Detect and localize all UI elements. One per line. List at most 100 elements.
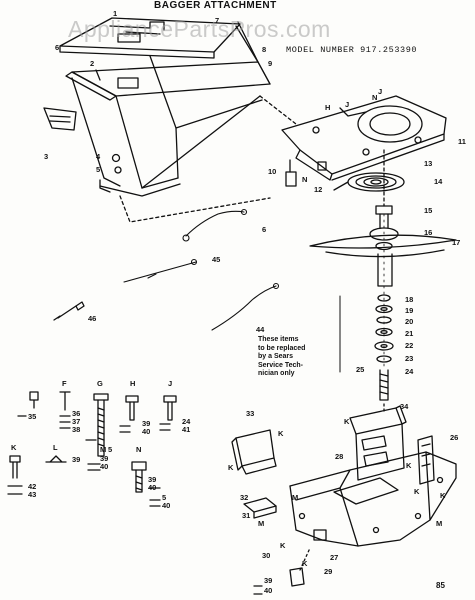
letter-label: G xyxy=(97,379,103,388)
callout: 7 xyxy=(215,16,220,25)
callout: 29 xyxy=(324,567,333,576)
callout: 45 xyxy=(212,255,221,264)
callout: 5 xyxy=(162,493,167,502)
callout: 30 xyxy=(262,551,271,560)
bracket-10 xyxy=(285,171,297,187)
discharge-housing xyxy=(289,451,457,547)
callout: 38 xyxy=(72,425,81,434)
fastener-row-2 xyxy=(9,455,147,493)
callout: 40 xyxy=(142,427,151,436)
callout: 27 xyxy=(330,553,339,562)
letter-label: N xyxy=(372,93,378,102)
callout: 3 xyxy=(44,152,49,161)
cable-6 xyxy=(182,208,248,242)
callout: 41 xyxy=(182,425,191,434)
callout: 5 xyxy=(108,445,113,454)
rail-26 xyxy=(417,435,435,485)
callout: 12 xyxy=(314,185,323,194)
callout: 39 xyxy=(264,576,273,585)
callout: 20 xyxy=(405,317,414,326)
model-number: MODEL NUMBER 917.253390 xyxy=(286,45,418,55)
callout: 22 xyxy=(405,341,414,350)
callout: 46 xyxy=(88,314,97,323)
hopper-lid xyxy=(59,17,241,59)
callout: 11 xyxy=(458,137,466,146)
callout: 24 xyxy=(405,367,414,376)
callout: 39 xyxy=(100,454,109,463)
bracket-33 xyxy=(231,429,277,475)
callout: 14 xyxy=(434,177,443,186)
callout: 40 xyxy=(100,462,109,471)
letter-label: J xyxy=(345,100,350,109)
letter-label: K xyxy=(228,463,234,472)
blade-stack xyxy=(309,149,457,401)
letter-label: M xyxy=(258,519,265,528)
letter-label: K xyxy=(414,487,420,496)
callout: 25 xyxy=(356,365,365,374)
cable-44 xyxy=(211,282,280,331)
callout: 6 xyxy=(55,43,60,52)
letter-label: K xyxy=(280,541,286,550)
letter-label: N xyxy=(302,175,308,184)
callout: 39 xyxy=(72,455,81,464)
letter-label: J xyxy=(168,379,173,388)
callout: 13 xyxy=(424,159,433,168)
callout: 40 xyxy=(162,501,171,510)
service-note: These items to be replaced by a Sears Se… xyxy=(258,336,306,378)
callout: 43 xyxy=(28,490,37,499)
letter-label: K xyxy=(344,417,350,426)
letter-label: M xyxy=(100,445,107,454)
letter-label: J xyxy=(378,87,383,96)
callout: 26 xyxy=(450,433,459,442)
callout: 8 xyxy=(262,45,267,54)
letter-label: L xyxy=(53,443,58,452)
callout: 16 xyxy=(424,228,433,237)
callout: 32 xyxy=(240,493,249,502)
callout: 31 xyxy=(242,511,251,520)
callout: 10 xyxy=(268,167,277,176)
watermark: AppliancePartsPros.com xyxy=(68,16,331,42)
deck-plate xyxy=(281,95,447,181)
callout: 44 xyxy=(256,325,265,334)
letter-label: K xyxy=(440,491,446,500)
clip-29 xyxy=(289,567,305,587)
chute-34 xyxy=(349,405,407,481)
callout: 23 xyxy=(405,354,414,363)
letter-label: K xyxy=(278,429,284,438)
callout: 35 xyxy=(28,412,37,421)
bag-hopper xyxy=(65,21,271,197)
callout: 42 xyxy=(28,482,37,491)
letter-label: F xyxy=(62,379,67,388)
callout: 17 xyxy=(452,238,461,247)
callout: 6 xyxy=(262,225,267,234)
letter-label: K xyxy=(11,443,17,452)
cable-45 xyxy=(123,258,198,283)
callout: 21 xyxy=(405,329,414,338)
letter-label: H xyxy=(325,103,331,112)
letter-label: M xyxy=(436,519,443,528)
callout: 40 xyxy=(148,483,157,492)
pin-46 xyxy=(53,301,85,321)
label-plate xyxy=(117,77,139,89)
callout: 36 xyxy=(72,409,81,418)
callout: 24 xyxy=(182,417,191,426)
callout: 37 xyxy=(72,417,81,426)
letter-label: K xyxy=(406,461,412,470)
spring xyxy=(333,172,405,192)
letter-label: H xyxy=(130,379,136,388)
callout: 5 xyxy=(96,165,101,174)
fastener-row-1 xyxy=(29,391,177,457)
callout: 39 xyxy=(148,475,157,484)
callout: 18 xyxy=(405,295,414,304)
callout: 33 xyxy=(246,409,255,418)
nut-12 xyxy=(317,161,327,171)
callout: 15 xyxy=(424,206,433,215)
callout: 28 xyxy=(335,452,344,461)
letter-label: K xyxy=(302,559,308,568)
page-number: 85 xyxy=(436,581,445,590)
callout: 2 xyxy=(90,59,95,68)
letter-label: M xyxy=(292,493,299,502)
handle xyxy=(43,107,77,131)
